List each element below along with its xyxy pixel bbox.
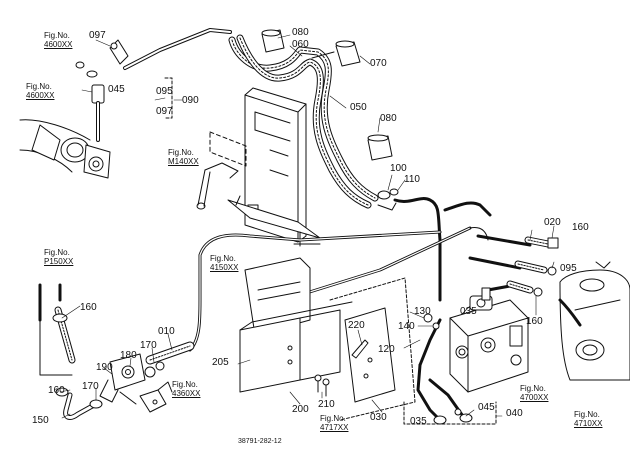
figure-ref-code: 4710XX — [574, 419, 603, 428]
part-label-140: 140 — [398, 321, 415, 332]
valve-block — [403, 295, 529, 425]
figure-ref-caption: Fig.No. — [26, 82, 52, 91]
figure-ref-4710: Fig.No. 4710XX — [574, 410, 602, 428]
part-label-097-lower: 097 — [156, 106, 173, 117]
part-label-095-right: 095 — [560, 263, 577, 274]
figure-ref-caption: Fig.No. — [168, 148, 194, 157]
figure-ref-4150: Fig.No. 4150XX — [210, 254, 238, 272]
figure-ref-4600-top: Fig.No. 4600XX — [44, 31, 72, 49]
figure-ref-4700: Fig.No. 4700XX — [520, 384, 548, 402]
figure-ref-caption: Fig.No. — [210, 254, 236, 263]
part-label-110: 110 — [404, 174, 420, 185]
figure-ref-code: P150XX — [44, 257, 74, 266]
part-label-170-upper: 170 — [140, 340, 157, 351]
part-label-070: 070 — [370, 58, 387, 69]
figure-ref-4360: Fig.No. 4360XX — [172, 380, 200, 398]
part-label-220: 220 — [348, 320, 365, 331]
part-label-060: 060 — [292, 39, 309, 50]
part-label-010: 010 — [158, 326, 175, 337]
figure-ref-code: 4700XX — [520, 393, 549, 402]
part-label-200: 200 — [292, 404, 309, 415]
part-label-045-lower: 045 — [478, 402, 495, 413]
figure-ref-caption: Fig.No. — [44, 31, 70, 40]
part-label-080-lower: 080 — [380, 113, 397, 124]
part-label-097: 097 — [89, 30, 106, 41]
part-label-020: 020 — [544, 217, 561, 228]
part-label-035-lower: 035 — [410, 416, 427, 427]
part-label-205: 205 — [212, 357, 229, 368]
figure-ref-code: 4717XX — [320, 423, 349, 432]
upper-hose-loop — [228, 29, 399, 211]
figure-ref-4717: Fig.No. 4717XX — [320, 414, 348, 432]
leader-lines — [59, 34, 555, 419]
figure-ref-code: 4150XX — [210, 263, 239, 272]
upper-left-pipe — [75, 28, 232, 142]
part-label-095: 095 — [156, 86, 173, 97]
figure-ref-caption: Fig.No. — [172, 380, 198, 389]
figure-ref-p150: Fig.No. P150XX — [44, 248, 73, 266]
part-label-160-filter: 160 — [80, 302, 97, 313]
figure-ref-code: 4360XX — [172, 389, 201, 398]
figure-ref-code: 4600XX — [26, 91, 55, 100]
right-tank-assembly — [468, 234, 630, 381]
part-label-160-top: 160 — [572, 222, 589, 233]
figure-ref-caption: Fig.No. — [574, 410, 600, 419]
part-label-120: 120 — [378, 344, 395, 355]
part-label-160-right: 160 — [526, 316, 543, 327]
part-label-050: 050 — [350, 102, 367, 113]
part-label-035-upper: 035 — [460, 306, 477, 317]
part-label-080-top: 080 — [292, 27, 309, 38]
part-label-090: 090 — [182, 95, 199, 106]
diagram-reference-number: 38791-282-12 — [238, 438, 282, 445]
part-label-130: 130 — [414, 306, 431, 317]
part-label-170-lower: 170 — [82, 381, 99, 392]
tank-bracket — [239, 257, 353, 397]
part-label-160-lower: 160 — [48, 385, 65, 396]
figure-ref-4600-mid: Fig.No. 4600XX — [26, 82, 54, 100]
figure-ref-caption: Fig.No. — [320, 414, 346, 423]
part-label-045: 045 — [108, 84, 125, 95]
filter-assembly — [38, 283, 195, 420]
frame-bracket — [196, 87, 321, 247]
figure-ref-code: 4600XX — [44, 40, 73, 49]
part-label-190: 190 — [96, 362, 113, 373]
figure-ref-m140: Fig.No. M140XX — [168, 148, 199, 166]
part-label-100: 100 — [390, 163, 407, 174]
part-label-040: 040 — [506, 408, 523, 419]
part-label-150: 150 — [32, 415, 49, 426]
figure-ref-caption: Fig.No. — [520, 384, 546, 393]
part-label-180: 180 — [120, 350, 137, 361]
engine-fragment — [19, 119, 111, 179]
bracket-plate-030 — [329, 277, 416, 421]
figure-ref-caption: Fig.No. — [44, 248, 70, 257]
part-label-030: 030 — [370, 412, 387, 423]
part-label-210: 210 — [318, 399, 335, 410]
figure-ref-code: M140XX — [168, 157, 199, 166]
